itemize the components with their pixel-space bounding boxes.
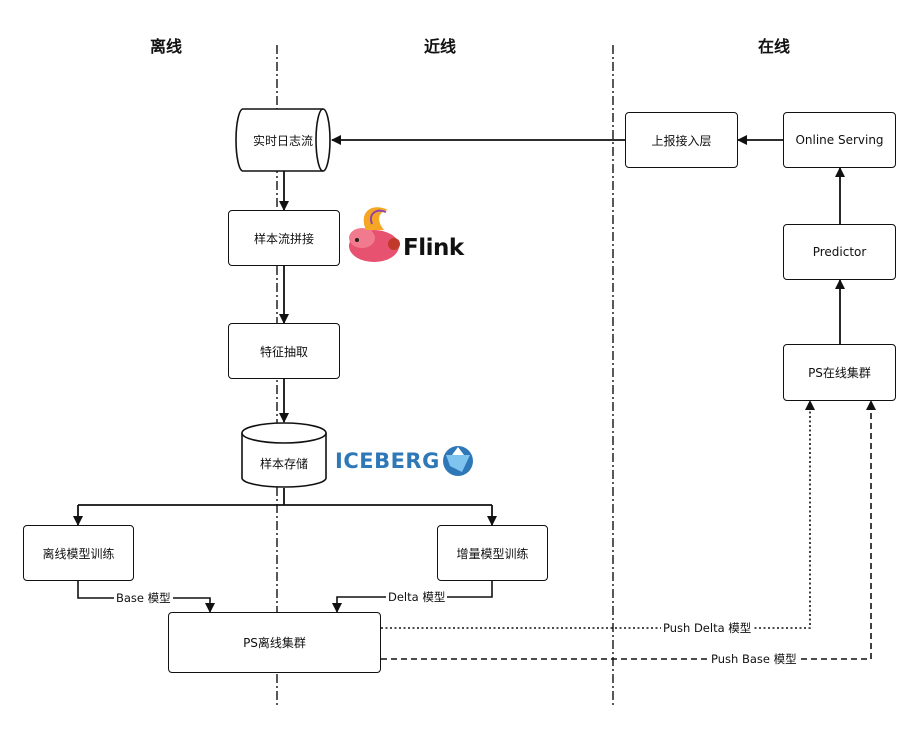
node-sample-storage: 样本存储	[259, 456, 308, 471]
realtime-log-stream-cylinder	[235, 108, 331, 172]
zone-title-offline: 离线	[149, 37, 182, 56]
edge-storage-split	[78, 488, 492, 506]
node-ps-online-cluster: PS在线集群	[783, 344, 896, 401]
node-incremental-model-training: 增量模型训练	[437, 525, 548, 581]
node-predictor: Predictor	[783, 224, 896, 280]
node-online-serving: Online Serving	[783, 112, 896, 168]
flink-logo-icon	[349, 207, 400, 262]
node-report-access-layer: 上报接入层	[625, 112, 738, 168]
node-sample-stream-join: 样本流拼接	[228, 210, 340, 266]
edge-label-delta-model: Delta 模型	[386, 590, 448, 604]
node-ps-offline-cluster: PS离线集群	[168, 612, 381, 673]
flink-logo-text: Flink	[403, 235, 464, 261]
iceberg-logo-text: ICEBERG	[335, 449, 440, 473]
iceberg-logo-icon	[443, 446, 473, 476]
node-realtime-log-stream: 实时日志流	[252, 133, 313, 148]
sample-storage-cylinder	[241, 422, 327, 488]
edge-push-delta	[381, 400, 815, 629]
edge-label-base-model: Base 模型	[114, 591, 173, 605]
zone-title-online: 在线	[757, 37, 790, 56]
edge-label-push-base-model: Push Base 模型	[709, 652, 799, 666]
edge-label-push-delta-model: Push Delta 模型	[661, 621, 754, 635]
node-offline-model-training: 离线模型训练	[23, 525, 134, 581]
zone-title-nearline: 近线	[423, 37, 456, 56]
node-feature-extraction: 特征抽取	[228, 323, 340, 379]
edge-push-base	[381, 400, 876, 660]
